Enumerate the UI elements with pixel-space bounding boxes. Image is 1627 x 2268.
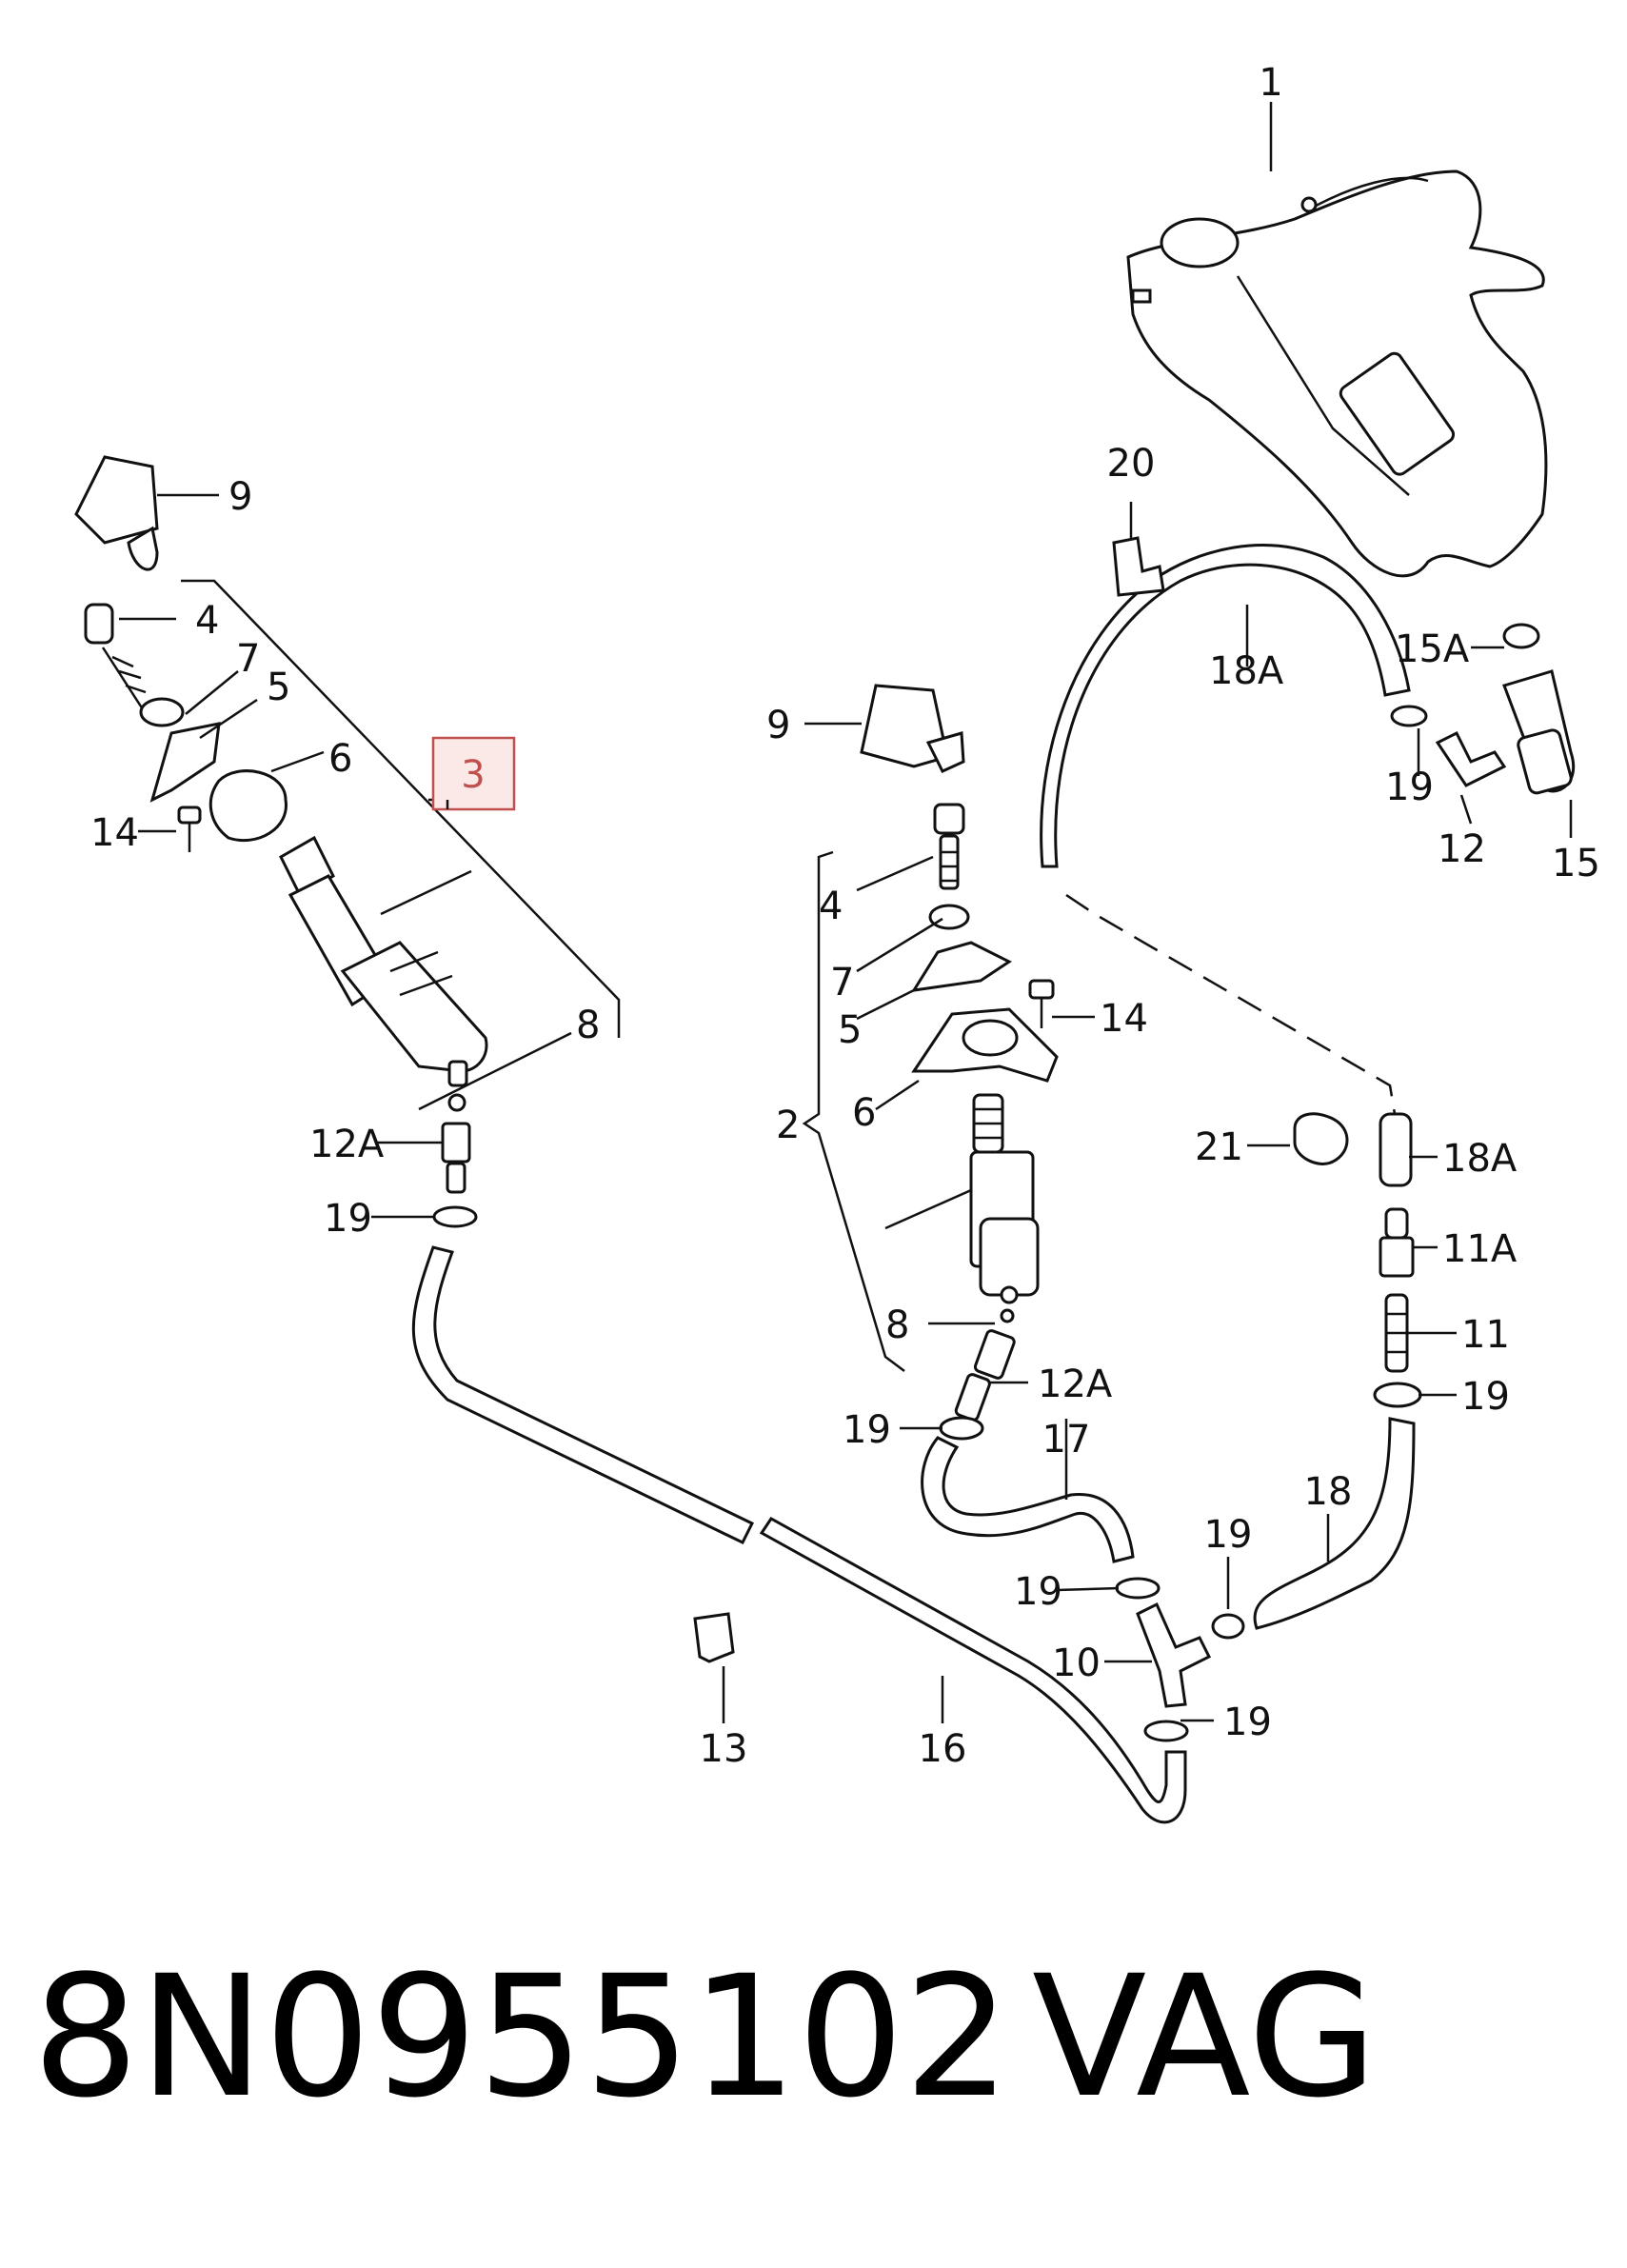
bracket-5-center bbox=[911, 941, 1012, 992]
hose-18a-lower bbox=[1379, 1112, 1413, 1187]
callout-6-left: 6 bbox=[328, 737, 352, 781]
callout-18a-right: 18A bbox=[1442, 1137, 1518, 1181]
callout-19-top: 19 bbox=[1385, 766, 1434, 809]
callout-15a: 15A bbox=[1395, 627, 1470, 671]
bolt-14-left bbox=[177, 806, 202, 852]
callout-18a-top: 18A bbox=[1209, 649, 1284, 693]
nozzle-4-center bbox=[933, 803, 965, 890]
fittings-center bbox=[939, 1285, 1019, 1441]
bracket-20 bbox=[1112, 536, 1165, 597]
washer-7-center bbox=[928, 904, 970, 930]
callout-12a-left: 12A bbox=[309, 1123, 385, 1166]
hose-17 bbox=[921, 1436, 1135, 1563]
clip-19-right bbox=[1373, 1382, 1422, 1408]
highlight-callout-3[interactable]: 3 bbox=[431, 736, 516, 811]
cylinder-center bbox=[969, 1093, 1040, 1297]
callout-2: 2 bbox=[776, 1104, 800, 1147]
hose-18a-upper bbox=[1040, 544, 1411, 868]
callout-5-left: 5 bbox=[267, 666, 290, 709]
callout-19-center: 19 bbox=[843, 1408, 891, 1452]
callout-20: 20 bbox=[1107, 442, 1156, 486]
callout-13: 13 bbox=[700, 1727, 748, 1771]
washer-reservoir bbox=[1126, 169, 1548, 578]
callout-8-left: 8 bbox=[576, 1004, 600, 1047]
cap-9-center bbox=[860, 684, 965, 773]
nozzle-4-left bbox=[84, 603, 147, 710]
pump-15 bbox=[1502, 623, 1576, 795]
callout-19-left: 19 bbox=[324, 1197, 372, 1241]
cylinder-left bbox=[279, 835, 488, 1073]
connector-11 bbox=[1384, 1293, 1409, 1373]
callout-11: 11 bbox=[1461, 1313, 1510, 1357]
part-number: 8N0955102 bbox=[32, 1940, 1011, 2135]
hose-18 bbox=[1253, 1417, 1416, 1630]
highlight-label: 3 bbox=[461, 753, 485, 797]
callout-9-left: 9 bbox=[228, 475, 252, 519]
callout-labels: 1 20 9 4 7 5 6 14 8 12A 19 9 4 7 5 14 6 … bbox=[90, 61, 1600, 1771]
clip-19-top bbox=[1390, 705, 1428, 727]
callout-8-center: 8 bbox=[885, 1303, 909, 1347]
bracket-13 bbox=[693, 1612, 735, 1663]
callout-18: 18 bbox=[1304, 1470, 1353, 1514]
plate-6-left bbox=[208, 769, 288, 843]
callout-1: 1 bbox=[1259, 61, 1282, 105]
callout-14-left: 14 bbox=[90, 811, 139, 855]
callout-17: 17 bbox=[1042, 1418, 1091, 1462]
callout-7-left: 7 bbox=[236, 637, 260, 681]
brand-name: VAG bbox=[1032, 1940, 1378, 2135]
footer: 8N0955102 VAG bbox=[32, 1942, 1594, 2133]
clip-21 bbox=[1293, 1112, 1349, 1165]
hose-16 bbox=[411, 1245, 1187, 1824]
callout-10: 10 bbox=[1052, 1641, 1101, 1685]
fittings-left bbox=[432, 1060, 478, 1228]
plate-6-center bbox=[911, 1007, 1059, 1083]
callout-21: 21 bbox=[1195, 1125, 1243, 1169]
callout-15: 15 bbox=[1552, 842, 1600, 885]
callout-5-center: 5 bbox=[838, 1008, 862, 1052]
callout-19-bottom: 19 bbox=[1223, 1701, 1272, 1744]
connector-11a bbox=[1379, 1207, 1415, 1278]
callout-19-right: 19 bbox=[1461, 1375, 1510, 1419]
bracket-3 bbox=[181, 579, 621, 1038]
leader-lines bbox=[119, 102, 1573, 1723]
elbow-12 bbox=[1435, 730, 1507, 787]
callout-12: 12 bbox=[1438, 827, 1486, 871]
callout-7-center: 7 bbox=[830, 961, 854, 1005]
callout-11a: 11A bbox=[1442, 1227, 1518, 1271]
bracket-2 bbox=[802, 850, 905, 1372]
callout-9-center: 9 bbox=[766, 704, 790, 747]
washer-7-left bbox=[139, 697, 185, 727]
callout-4-left: 4 bbox=[195, 599, 219, 643]
callout-16: 16 bbox=[919, 1727, 967, 1771]
bracket-5-left bbox=[149, 722, 221, 803]
callout-4-center: 4 bbox=[819, 885, 843, 928]
callout-19-mid: 19 bbox=[1204, 1513, 1253, 1557]
callout-12a-center: 12A bbox=[1038, 1363, 1113, 1406]
bolt-14-center bbox=[1028, 979, 1055, 1028]
callout-6-center: 6 bbox=[852, 1091, 876, 1135]
callout-14-center: 14 bbox=[1100, 997, 1148, 1041]
leader-dash bbox=[1065, 893, 1397, 1115]
cap-9-left bbox=[74, 455, 159, 571]
callout-19-tee-left: 19 bbox=[1014, 1570, 1062, 1614]
